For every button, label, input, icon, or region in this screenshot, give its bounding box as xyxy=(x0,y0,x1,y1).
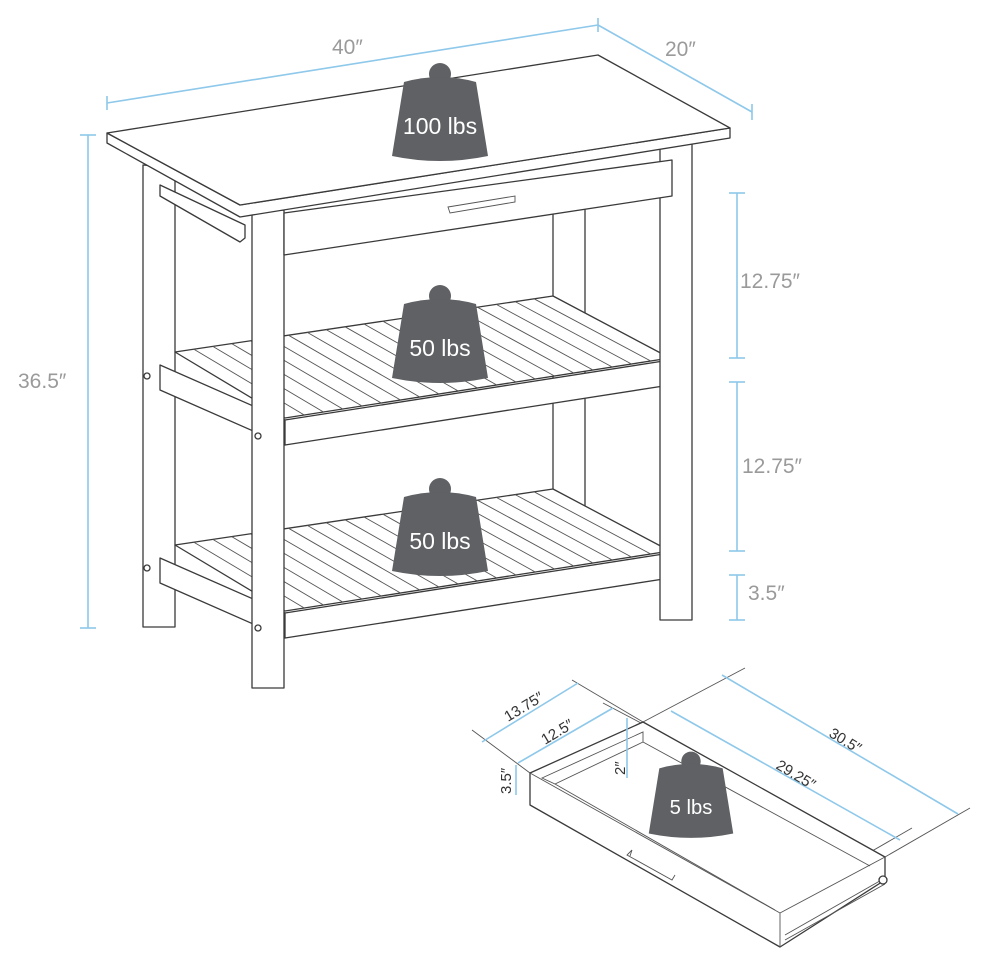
shelf-slat xyxy=(533,491,651,555)
front-left-leg xyxy=(251,209,285,689)
drawer-inner-width-label: 12.5″ xyxy=(538,716,577,749)
shelf-slat xyxy=(477,499,594,564)
shelf-slat xyxy=(288,527,401,594)
weight-5-lbs: 5 lbs xyxy=(648,751,734,838)
shelf-slat xyxy=(496,497,613,561)
shelf-slat xyxy=(269,530,382,597)
table-dimensions: 40″ 20″ 36.5″ 12.75″ 12.75″ 3.5″ xyxy=(18,18,803,629)
back-left-leg xyxy=(142,164,176,628)
weight-label: 100 lbs xyxy=(403,113,477,139)
drawer-inner-length-label: 29.25″ xyxy=(773,757,819,794)
weight-50-lbs: 50 lbs xyxy=(392,285,488,383)
drawer-handle xyxy=(626,849,676,881)
width-label: 40″ xyxy=(332,36,363,59)
shelf-slat xyxy=(231,343,343,410)
drawer-slide-roller xyxy=(878,875,888,885)
depth-dimension-line xyxy=(597,24,753,113)
drawer-handle xyxy=(447,195,516,214)
weight-label: 50 lbs xyxy=(409,528,470,554)
width-dimension-line xyxy=(106,24,599,104)
weight-label: 5 lbs xyxy=(670,797,713,819)
bolt xyxy=(143,564,151,572)
depth-label: 20″ xyxy=(665,38,696,61)
lower-gap-label: 12.75″ xyxy=(742,455,803,478)
shelf-slat xyxy=(514,301,632,365)
drawer-height-label: 3.5″ xyxy=(498,767,515,794)
shelf-slat xyxy=(496,304,613,368)
shelf-slat xyxy=(231,536,343,603)
shelf-slat xyxy=(533,298,651,362)
upper-gap-label: 12.75″ xyxy=(740,270,801,293)
shelf-slat xyxy=(514,494,632,558)
shelf-slat xyxy=(325,522,440,588)
height-label: 36.5″ xyxy=(18,370,67,393)
shelf-slat xyxy=(307,525,420,591)
drawer-outer-width-label: 13.75″ xyxy=(501,688,547,725)
shelf-slat xyxy=(325,329,440,395)
bolt xyxy=(254,624,262,632)
shelf-slat xyxy=(269,337,382,404)
shelf-slat xyxy=(193,541,305,609)
drawer-inner-depth-label: 2″ xyxy=(612,761,629,775)
weight-label: 50 lbs xyxy=(409,335,470,361)
front-right-leg xyxy=(659,141,693,621)
drawer-front xyxy=(283,159,673,256)
clearance-label: 3.5″ xyxy=(748,582,785,605)
shelf-slat xyxy=(288,334,401,401)
bolt xyxy=(254,432,262,440)
weight-50-lbs: 50 lbs xyxy=(392,478,488,576)
weight-100-lbs: 100 lbs xyxy=(392,63,488,161)
bolt xyxy=(143,372,151,380)
shelf-slat xyxy=(307,332,420,398)
shelf-slat xyxy=(477,306,594,371)
drawer-outer-length-label: 30.5″ xyxy=(826,725,865,758)
shelf-slat xyxy=(193,348,305,416)
towel-bar xyxy=(159,184,246,243)
